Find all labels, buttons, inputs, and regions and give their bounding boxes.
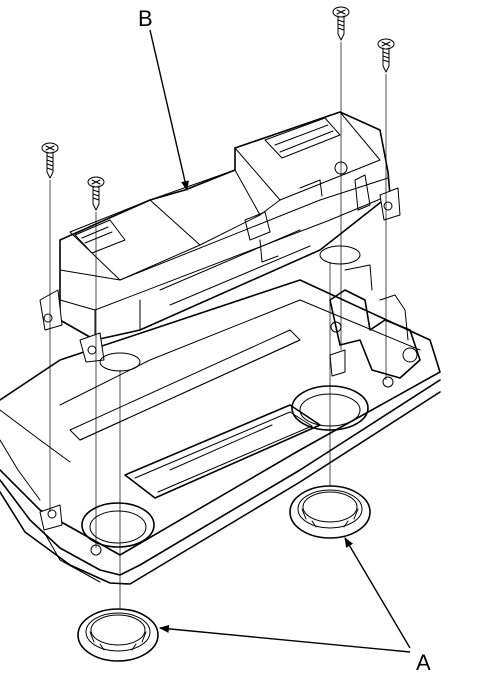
knob-cap-left [77, 608, 159, 662]
switch-unit [39, 111, 401, 372]
label-a: A [416, 650, 431, 675]
alignment-lines [49, 42, 387, 610]
screw-far-right [377, 38, 395, 73]
screw-far-left [41, 142, 59, 179]
screw-center-right [332, 6, 350, 41]
callout-arrows [149, 29, 411, 653]
dashboard-panel [0, 264, 441, 585]
screw-left [87, 176, 105, 211]
knob-cap-right [289, 485, 371, 539]
label-b: B [138, 6, 153, 31]
